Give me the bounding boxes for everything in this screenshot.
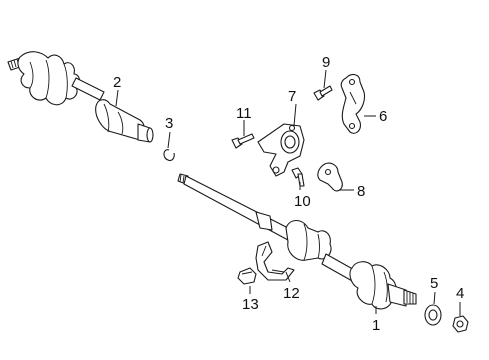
bearing-bracket[interactable] [257,123,305,177]
callout-13: 13 [242,296,259,313]
shaft-bracket[interactable] [255,241,295,281]
callout-6: 6 [379,108,387,125]
bearing-clamp[interactable] [317,162,343,192]
callout-10: 10 [294,193,311,210]
axle-nut[interactable] [452,315,469,333]
snap-ring[interactable] [163,149,175,162]
callout-3: 3 [165,115,173,132]
callout-12: 12 [283,285,300,302]
leader-lines [115,69,461,316]
callout-7: 7 [288,88,296,105]
bolt-11[interactable] [231,133,255,149]
bolt-9[interactable] [313,85,333,101]
callout-4: 4 [456,285,464,302]
callout-2: 2 [113,74,121,91]
main-half-shaft[interactable] [177,173,417,310]
callout-8: 8 [357,183,365,200]
bolt-10[interactable] [291,167,305,187]
heat-shield[interactable] [340,73,366,134]
washer[interactable] [424,304,442,326]
callout-9: 9 [322,54,330,71]
upper-half-shaft[interactable] [7,51,154,143]
callout-5: 5 [430,275,438,292]
callout-1: 1 [372,317,380,334]
callout-11: 11 [236,105,252,122]
clip[interactable] [237,267,257,285]
